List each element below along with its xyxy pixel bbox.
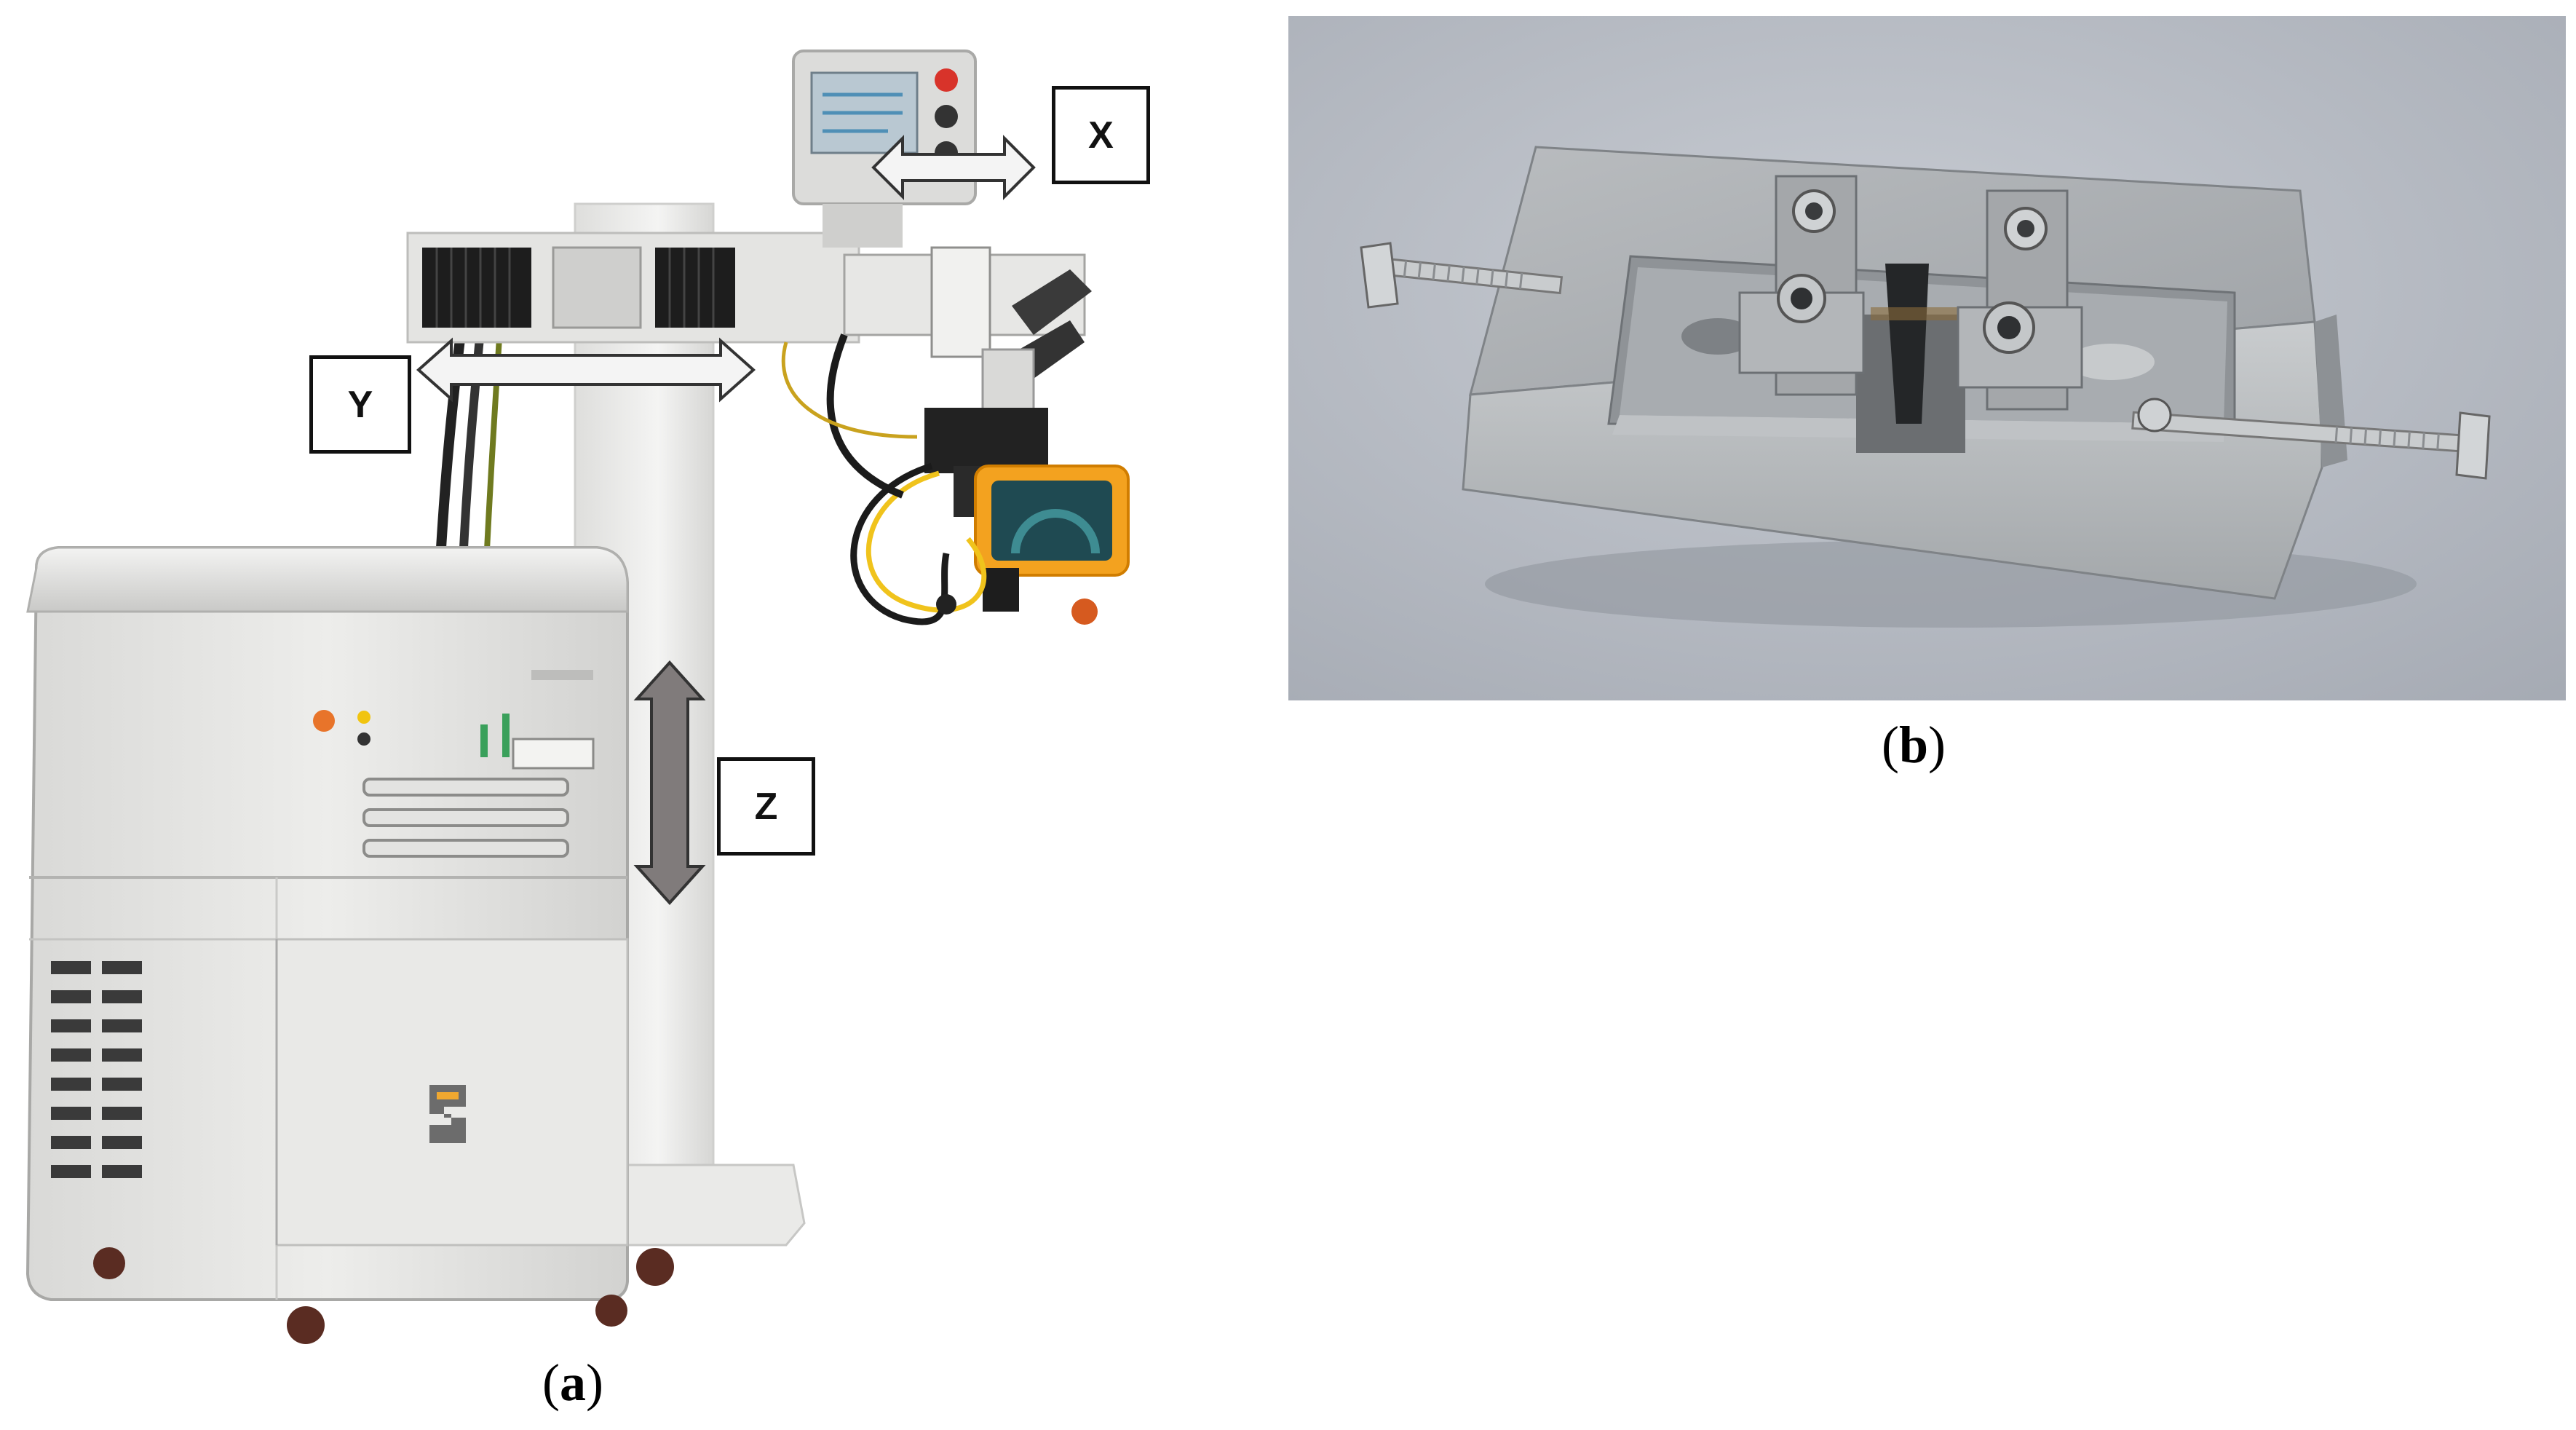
caption-b-open: ( — [1882, 716, 1899, 774]
aluminum-fixture-icon — [1288, 16, 2566, 700]
caption-a-close: ) — [585, 1354, 603, 1412]
caption-a-letter: a — [559, 1354, 586, 1412]
figure-b-fixture-photo — [1288, 16, 2566, 700]
logo-icon — [429, 1085, 466, 1143]
caption-b-letter: b — [1898, 716, 1929, 774]
bolt-icon — [1360, 242, 1564, 309]
figure-a-machine-photo: X Y Z — [0, 29, 1165, 1354]
bolt-icon — [2131, 398, 2491, 480]
caption-a: (a) — [542, 1353, 603, 1413]
axis-label-z: Z — [717, 757, 815, 856]
double-arrow-icon — [416, 337, 756, 403]
laser-welding-machine-icon — [25, 50, 1130, 1344]
hex-screw-icon — [1777, 189, 2048, 354]
caption-a-open: ( — [542, 1354, 560, 1412]
caption-b: (b) — [1882, 715, 1946, 775]
axis-label-x: X — [1052, 86, 1150, 184]
double-arrow-icon — [633, 660, 706, 905]
axis-label-y: Y — [309, 355, 411, 454]
double-arrow-icon — [871, 135, 1036, 200]
caption-b-close: ) — [1928, 716, 1946, 774]
